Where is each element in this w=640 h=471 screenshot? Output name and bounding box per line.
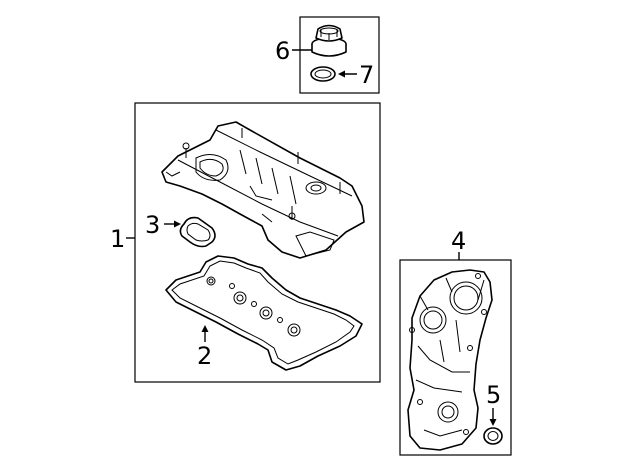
- filler-cap-seal: [310, 66, 336, 82]
- callout-2: 2: [197, 342, 212, 370]
- valve-cover-group-frame: [134, 102, 381, 383]
- callout-4: 4: [451, 227, 466, 255]
- arrow-2-head: [201, 325, 209, 332]
- callout-1: 1: [110, 225, 125, 253]
- valve-cover-gasket: [165, 255, 363, 371]
- spark-plug-tube-seal: [179, 216, 216, 248]
- valve-cover: [161, 121, 365, 259]
- callout-6: 6: [275, 37, 290, 65]
- oil-filler-cap: [311, 24, 347, 57]
- callout-7: 7: [359, 61, 374, 89]
- callout-3: 3: [145, 211, 160, 239]
- timing-cover: [407, 269, 493, 451]
- cap-group-frame: [299, 16, 380, 94]
- arrow-5-head: [489, 419, 497, 426]
- front-crankshaft-seal: [483, 427, 503, 445]
- arrow-3-head: [174, 220, 181, 228]
- callout-5: 5: [486, 381, 501, 409]
- timing-cover-group-frame: [399, 259, 512, 456]
- arrow-7-head: [338, 70, 345, 78]
